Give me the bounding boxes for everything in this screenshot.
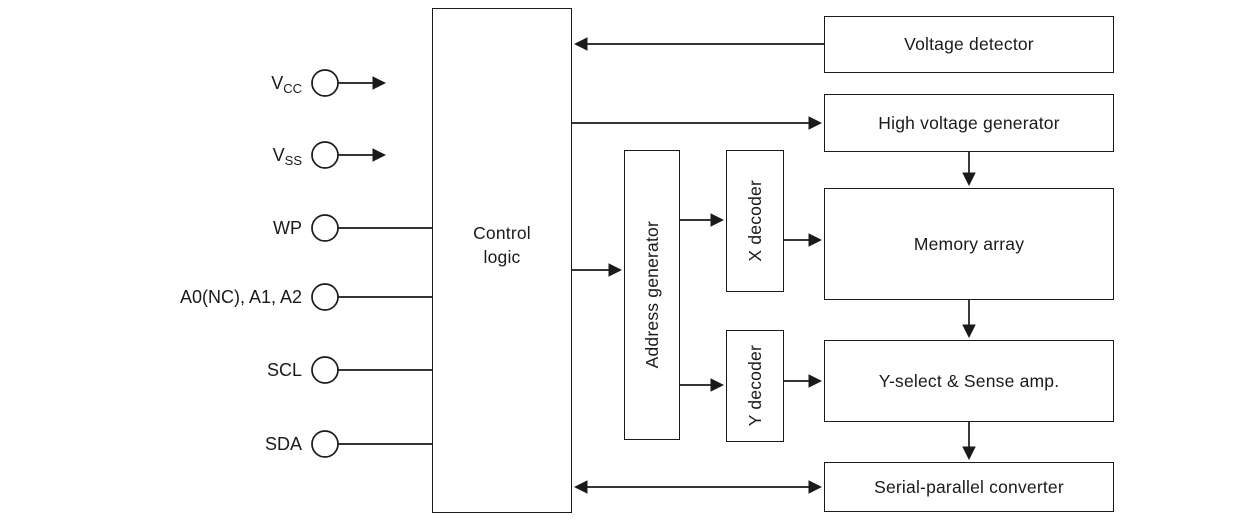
pin-terminal-scl <box>311 356 339 384</box>
pin-label-sda: SDA <box>90 431 302 457</box>
serial-parallel-converter-label: Serial-parallel converter <box>874 476 1064 497</box>
high-voltage-generator-label: High voltage generator <box>878 112 1060 133</box>
pin-label-scl: SCL <box>90 357 302 383</box>
pin-label-subscript: SS <box>284 153 302 168</box>
pin-label-subscript: CC <box>283 81 302 96</box>
pin-label-text: A0(NC), A1, A2 <box>179 287 302 307</box>
pin-terminal-vss <box>311 141 339 169</box>
pin-label-text: SDA <box>264 434 302 454</box>
y-decoder-label: Y decoder <box>744 345 765 427</box>
block-address-generator: Address generator <box>624 150 680 440</box>
block-control-logic: Control logic <box>432 8 572 513</box>
control-logic-label: Control logic <box>473 222 531 267</box>
block-memory-array: Memory array <box>824 188 1114 300</box>
address-generator-label: Address generator <box>641 221 662 369</box>
memory-array-label: Memory array <box>913 233 1025 254</box>
block-y-select-sense-amp: Y-select & Sense amp. <box>824 340 1114 422</box>
y-select-sense-amp-label: Y-select & Sense amp. <box>878 370 1060 391</box>
block-serial-parallel-converter: Serial-parallel converter <box>824 462 1114 512</box>
block-y-decoder: Y decoder <box>726 330 784 442</box>
pin-label-a0-a1-a2: A0(NC), A1, A2 <box>90 284 302 310</box>
pin-label-vcc: VCC <box>90 70 302 96</box>
pin-label-wp: WP <box>90 215 302 241</box>
voltage-detector-label: Voltage detector <box>904 34 1034 54</box>
pin-terminal-wp <box>311 214 339 242</box>
pin-terminal-vcc <box>311 69 339 97</box>
block-high-voltage-generator: High voltage generator <box>824 94 1114 152</box>
pin-label-text: SCL <box>266 360 302 380</box>
pin-label-text: V <box>271 73 284 93</box>
pin-label-text: WP <box>273 218 302 238</box>
pin-label-text: V <box>272 145 285 165</box>
pin-terminal-sda <box>311 430 339 458</box>
block-voltage-detector: Voltage detector <box>824 16 1114 73</box>
block-x-decoder: X decoder <box>726 150 784 292</box>
x-decoder-label: X decoder <box>744 180 765 262</box>
pin-label-vss: VSS <box>90 142 302 168</box>
pin-terminal-a0-a1-a2 <box>311 283 339 311</box>
